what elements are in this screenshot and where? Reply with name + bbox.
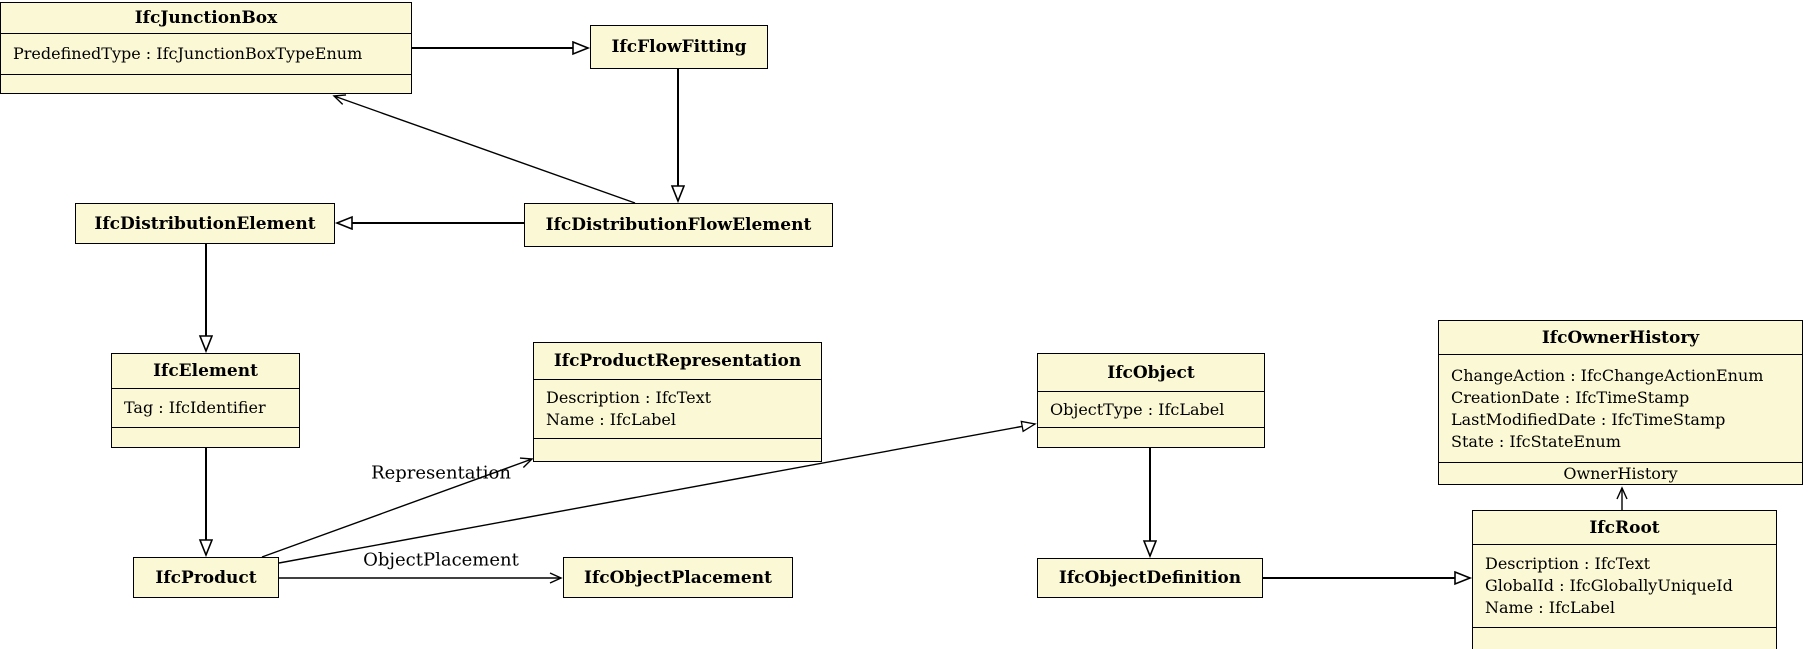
- class-footer: [1038, 428, 1264, 447]
- class-ifcownerhistory[interactable]: IfcOwnerHistory ChangeAction : IfcChange…: [1438, 320, 1803, 485]
- class-attributes: Description : IfcText Name : IfcLabel: [534, 380, 821, 439]
- edge-representation: [261, 457, 534, 558]
- class-title: IfcFlowFitting: [611, 37, 747, 57]
- class-attributes: ObjectType : IfcLabel: [1038, 392, 1264, 428]
- attribute-line: Description : IfcText: [546, 388, 712, 407]
- attribute-line: ChangeAction : IfcChangeActionEnum: [1451, 365, 1764, 385]
- class-ifcdistributionelement[interactable]: IfcDistributionElement: [75, 203, 335, 244]
- class-ifcobjectdefinition[interactable]: IfcObjectDefinition: [1037, 558, 1263, 598]
- class-attributes: PredefinedType : IfcJunctionBoxTypeEnum: [1, 34, 411, 75]
- class-ifcroot[interactable]: IfcRoot Description : IfcText GlobalId :…: [1472, 510, 1777, 649]
- class-title: IfcOwnerHistory: [1439, 321, 1802, 355]
- class-ifcproductrepresentation[interactable]: IfcProductRepresentation Description : I…: [533, 342, 822, 462]
- attribute-line: CreationDate : IfcTimeStamp: [1451, 387, 1690, 407]
- class-footer: [1473, 628, 1776, 649]
- class-footer: [1, 75, 411, 93]
- class-ifcobjectplacement[interactable]: IfcObjectPlacement: [563, 557, 793, 598]
- attribute-line: GlobalId : IfcGloballyUniqueId: [1485, 576, 1733, 595]
- class-footer: [534, 439, 821, 461]
- class-title: IfcDistributionFlowElement: [545, 215, 812, 235]
- class-title: IfcElement: [112, 354, 299, 389]
- class-title: IfcObject: [1038, 354, 1264, 392]
- attribute-line: Name : IfcLabel: [1485, 598, 1615, 617]
- class-attributes: Tag : IfcIdentifier: [112, 389, 299, 428]
- attribute-line: State : IfcStateEnum: [1451, 431, 1621, 451]
- attribute-line: ObjectType : IfcLabel: [1050, 399, 1225, 419]
- class-ifcobject[interactable]: IfcObject ObjectType : IfcLabel: [1037, 353, 1265, 448]
- class-ifcproduct[interactable]: IfcProduct: [133, 557, 279, 598]
- edge-label-objectplacement: ObjectPlacement: [363, 549, 519, 571]
- class-title: IfcObjectPlacement: [584, 567, 772, 588]
- attribute-line: LastModifiedDate : IfcTimeStamp: [1451, 409, 1726, 429]
- attribute-line: Name : IfcLabel: [546, 410, 676, 429]
- class-attributes: Description : IfcText GlobalId : IfcGlob…: [1473, 545, 1776, 628]
- attribute-line: Tag : IfcIdentifier: [124, 398, 266, 417]
- edge-label-ownerhistory: OwnerHistory: [1563, 464, 1678, 483]
- class-attributes: ChangeAction : IfcChangeActionEnum Creat…: [1439, 355, 1802, 463]
- attribute-line: PredefinedType : IfcJunctionBoxTypeEnum: [13, 44, 363, 63]
- class-title: IfcJunctionBox: [1, 3, 411, 34]
- edge-label-representation: Representation: [371, 462, 511, 484]
- class-title: IfcProductRepresentation: [534, 343, 821, 380]
- class-ifcelement[interactable]: IfcElement Tag : IfcIdentifier: [111, 353, 300, 448]
- class-title: IfcProduct: [155, 567, 257, 588]
- edge-product-to-object: [278, 420, 1037, 564]
- class-footer: [112, 428, 299, 447]
- class-title: IfcObjectDefinition: [1058, 568, 1242, 588]
- class-ifcdistributionflowelement[interactable]: IfcDistributionFlowElement: [524, 203, 833, 247]
- class-title: IfcRoot: [1473, 511, 1776, 545]
- class-ifcjunctionbox[interactable]: IfcJunctionBox PredefinedType : IfcJunct…: [0, 2, 412, 94]
- class-ifcflowfitting[interactable]: IfcFlowFitting: [590, 25, 768, 69]
- class-title: IfcDistributionElement: [94, 213, 316, 234]
- attribute-line: Description : IfcText: [1485, 554, 1651, 573]
- edge-distributionflowelement-to-junctionbox: [332, 94, 636, 204]
